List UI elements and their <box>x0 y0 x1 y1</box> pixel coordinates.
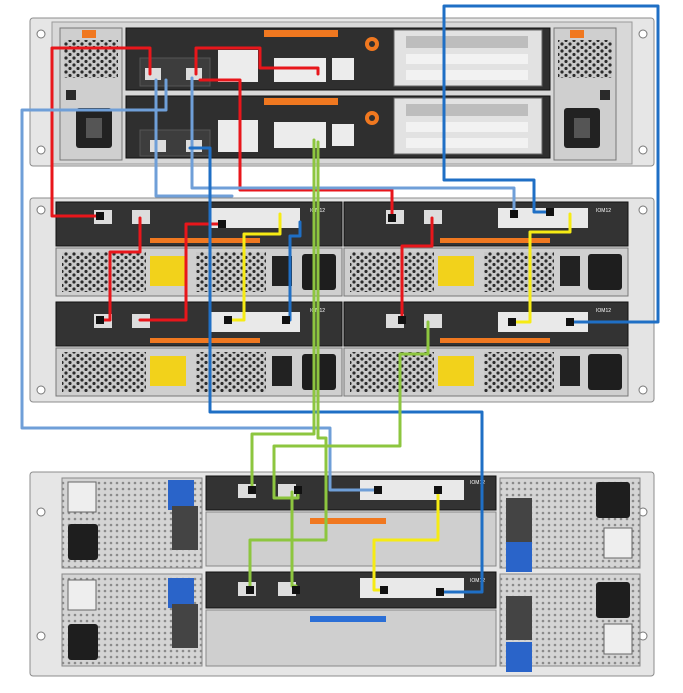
dark-blue-cable[interactable] <box>442 38 552 214</box>
controller-shelf <box>29 17 655 167</box>
power-inlet-icon <box>588 254 622 290</box>
red-cable[interactable] <box>138 222 222 322</box>
iom-label: IOM12 <box>596 208 611 214</box>
iom-label: IOM12 <box>470 578 485 584</box>
light-blue-cable[interactable] <box>20 78 380 492</box>
sas-port-icon[interactable] <box>150 140 166 152</box>
psu-icon <box>553 27 617 161</box>
light-blue-cable[interactable] <box>190 76 516 216</box>
controller-a <box>125 27 551 91</box>
dark-blue-cable[interactable] <box>188 146 484 594</box>
iom-label: IOM12 <box>596 308 611 314</box>
red-cable[interactable] <box>98 216 142 322</box>
green-cable[interactable] <box>248 140 328 592</box>
red-cable[interactable] <box>194 46 320 76</box>
green-cable[interactable] <box>250 138 316 490</box>
power-inlet-icon <box>588 354 622 390</box>
red-cable[interactable] <box>198 78 394 220</box>
light-blue-cable[interactable] <box>154 78 234 198</box>
warning-label-icon <box>438 256 474 286</box>
drive-shelf-2: IOM12 IOM12 <box>29 471 655 677</box>
warning-label-icon <box>438 356 474 386</box>
warning-label-icon <box>150 256 186 286</box>
sas-port-icon[interactable] <box>186 140 202 152</box>
psu-icon <box>59 27 123 161</box>
sas-port-icon[interactable] <box>145 68 161 80</box>
yellow-cable[interactable] <box>226 212 282 322</box>
dark-blue-cable[interactable] <box>442 4 660 324</box>
green-cable[interactable] <box>272 320 430 500</box>
red-cable[interactable] <box>50 46 152 218</box>
sas-port-icon[interactable] <box>186 68 202 80</box>
yellow-cable[interactable] <box>510 212 572 324</box>
iom-label: IOM12 <box>470 480 485 486</box>
warning-label-icon <box>150 356 186 386</box>
drive-shelf-1: IOM12 IOM12 IOM12 IOM12 <box>29 197 655 403</box>
red-cable[interactable] <box>400 216 434 322</box>
yellow-cable[interactable] <box>372 486 440 592</box>
